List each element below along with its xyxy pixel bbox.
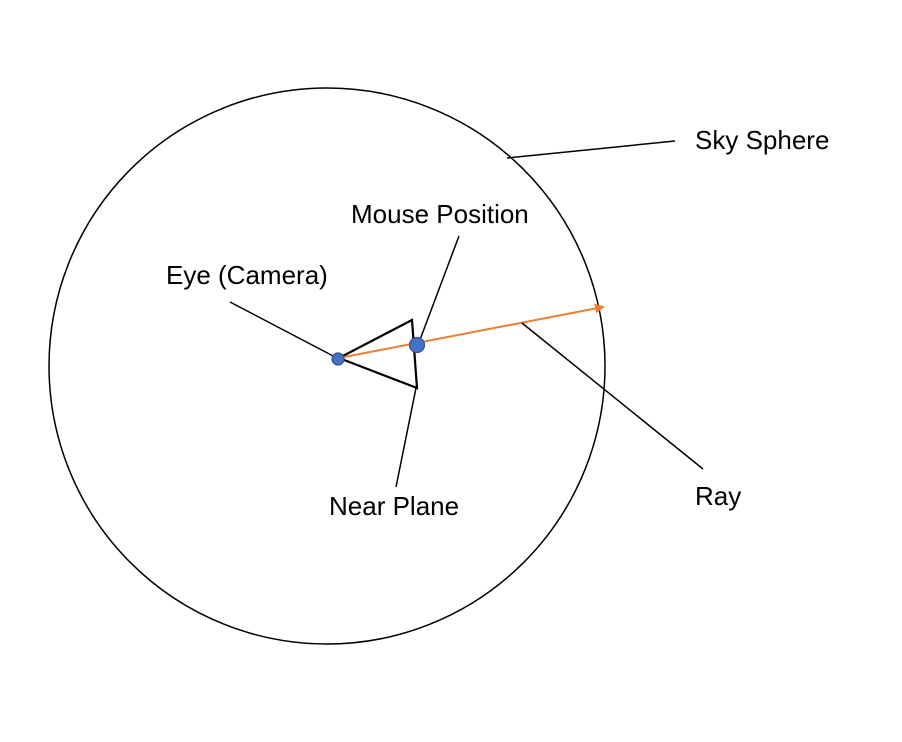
ray-label: Ray [695,481,741,511]
sky-sphere-circle [48,87,606,645]
sky-sphere-label: Sky Sphere [695,125,829,155]
ray-arrow [338,303,605,359]
eye-camera-callout-line [229,301,338,359]
near-plane-frustum [336,318,419,390]
near-plane-label: Near Plane [329,491,459,521]
sky-sphere-callout-line [506,140,676,159]
mouse-position-label: Mouse Position [351,199,529,229]
mouse-position-callout-line [417,235,460,346]
eye-camera-label: Eye (Camera) [166,260,328,290]
mouse-position-point [408,336,426,354]
near-plane-callout-line [395,387,417,488]
eye-camera-point [331,352,345,366]
ray-callout-line [521,322,704,470]
